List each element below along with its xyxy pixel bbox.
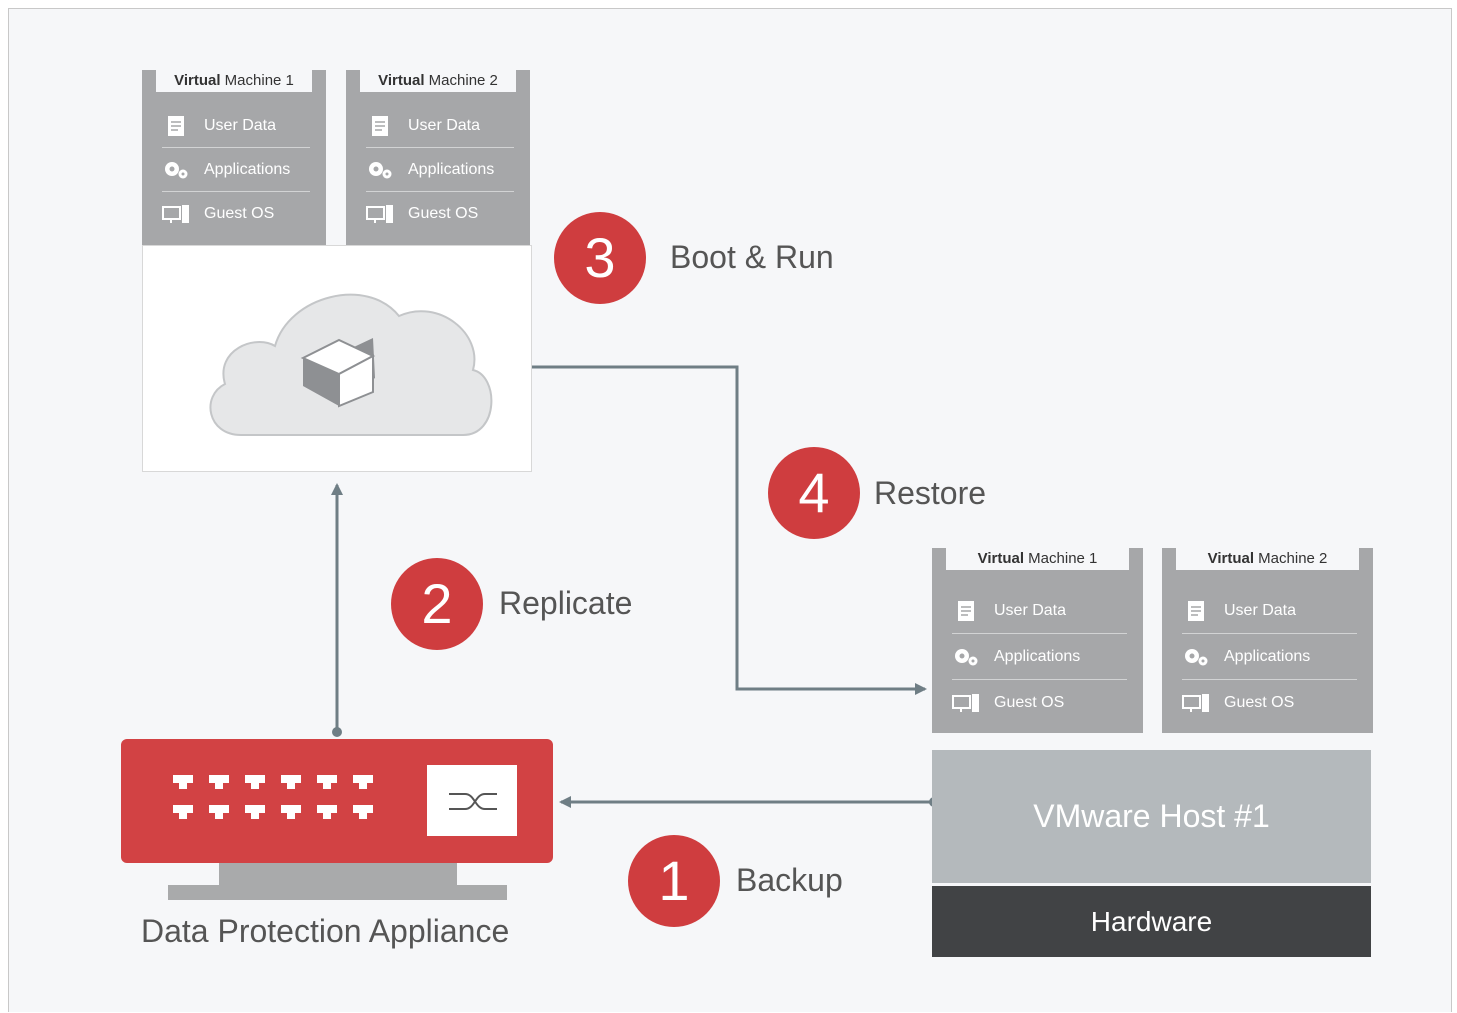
port-icon	[281, 805, 301, 819]
vm-row-label: Applications	[1224, 647, 1311, 665]
computer-icon	[952, 692, 980, 714]
port-icon	[173, 805, 193, 819]
vm-row-label: Guest OS	[1224, 693, 1295, 711]
vm-row: Applications	[162, 148, 310, 192]
step-2-label: Replicate	[499, 585, 633, 621]
vm-row: User Data	[1182, 588, 1357, 634]
vm-row-label: User Data	[994, 601, 1067, 619]
vm-title-rest: Machine 2	[424, 72, 498, 89]
appliance-caption: Data Protection Appliance	[141, 913, 510, 949]
vm-row-label: Guest OS	[994, 693, 1065, 711]
vm-row: Applications	[366, 148, 514, 192]
document-icon	[1182, 600, 1210, 622]
vm-row: Guest OS	[1182, 680, 1357, 725]
vm-title-rest: Machine 2	[1254, 550, 1328, 567]
vm-row: Applications	[952, 634, 1127, 680]
vm-title-rest: Machine 1	[220, 72, 294, 89]
step-1-label: Backup	[736, 862, 843, 898]
vm-title: Virtual Machine 1	[156, 70, 312, 92]
computer-icon	[366, 203, 394, 225]
vm-row-label: Applications	[408, 160, 495, 178]
port-icon	[245, 805, 265, 819]
vm-row-label: User Data	[1224, 601, 1297, 619]
cloud-icon	[209, 293, 493, 436]
vm-row-label: Applications	[994, 647, 1081, 665]
computer-icon	[1182, 692, 1210, 714]
port-icon	[173, 775, 193, 789]
hardware-layer: Hardware	[932, 886, 1371, 957]
vm-row: User Data	[952, 588, 1127, 634]
vm-title: Virtual Machine 2	[1176, 548, 1359, 570]
vm-row-label: Applications	[204, 160, 291, 178]
document-icon	[162, 115, 190, 137]
vm-title-rest: Machine 1	[1024, 550, 1098, 567]
vm-row: Guest OS	[162, 192, 310, 235]
port-icon	[281, 775, 301, 789]
step-2-badge: 2	[391, 558, 483, 650]
step-4-badge: 4	[768, 447, 860, 539]
port-icon	[317, 775, 337, 789]
gears-icon	[1182, 646, 1210, 668]
vm-title: Virtual Machine 2	[360, 70, 516, 92]
vmware-host: VMware Host #1	[932, 750, 1371, 883]
vm-row: Guest OS	[952, 680, 1127, 725]
appliance-base	[168, 885, 507, 900]
vm-title-bold: Virtual	[174, 72, 221, 89]
gears-icon	[952, 646, 980, 668]
vm-row: Applications	[1182, 634, 1357, 680]
port-icon	[317, 805, 337, 819]
vm-row-label: Guest OS	[408, 204, 479, 222]
step-4-label: Restore	[874, 475, 987, 511]
document-icon	[366, 115, 394, 137]
vm-row: Guest OS	[366, 192, 514, 235]
cloud-box	[142, 245, 532, 472]
step-1-badge: 1	[628, 835, 720, 927]
step-3-badge: 3	[554, 212, 646, 304]
vm-title: Virtual Machine 1	[946, 548, 1129, 570]
switch-icon	[427, 765, 517, 836]
vm-row-label: User Data	[408, 116, 481, 134]
port-icon	[353, 805, 373, 819]
vm-row-label: Guest OS	[204, 204, 275, 222]
restore-line	[525, 365, 927, 695]
port-grid-icon	[173, 775, 373, 819]
port-icon	[245, 775, 265, 789]
port-icon	[353, 775, 373, 789]
computer-icon	[162, 203, 190, 225]
appliance-stand	[219, 863, 457, 885]
port-icon	[209, 805, 229, 819]
gears-icon	[162, 159, 190, 181]
vm-row: User Data	[366, 104, 514, 148]
vm-row-label: User Data	[204, 116, 277, 134]
port-icon	[209, 775, 229, 789]
cube-icon	[300, 338, 376, 408]
vm-row: User Data	[162, 104, 310, 148]
replicate-dot	[332, 727, 342, 737]
vm-title-bold: Virtual	[977, 550, 1025, 567]
step-3-label: Boot & Run	[670, 239, 834, 275]
vm-title-bold: Virtual	[1207, 550, 1255, 567]
vm-title-bold: Virtual	[378, 72, 425, 89]
document-icon	[952, 600, 980, 622]
gears-icon	[366, 159, 394, 181]
